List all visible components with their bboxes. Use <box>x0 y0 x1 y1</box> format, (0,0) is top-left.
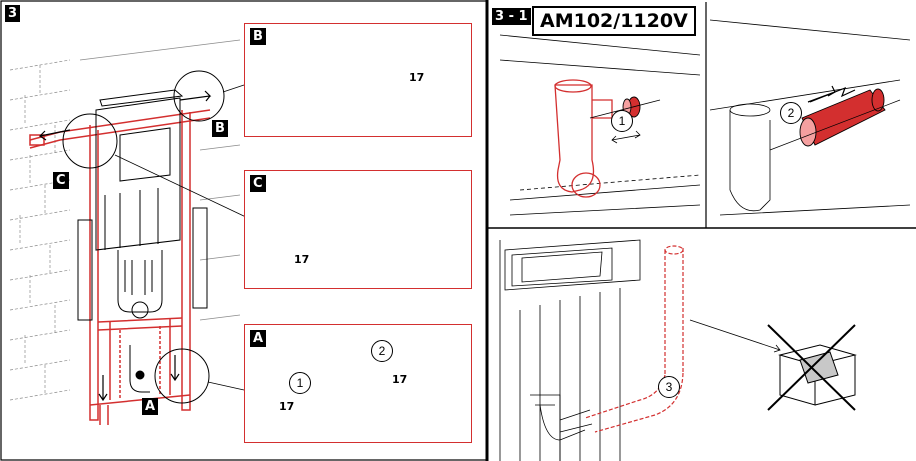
callout-c-marker: C <box>53 172 69 189</box>
step-circle-2-pipe: 2 <box>780 102 802 124</box>
panel-b-label: B <box>250 28 266 45</box>
detail-panel-a <box>244 324 472 443</box>
wrench-size-c: 17 <box>294 253 310 266</box>
model-title: AM102/1120V <box>532 6 696 36</box>
step-circle-2-panel-a: 2 <box>371 340 393 362</box>
detail-panel-b <box>244 23 472 137</box>
panel-a-label: A <box>250 330 267 347</box>
detail-panel-c <box>244 170 472 289</box>
panel-c-label: C <box>250 175 266 192</box>
callout-b-marker: B <box>212 120 228 137</box>
callout-a-marker: A <box>142 398 159 415</box>
substep-number-badge: 3 - 1 <box>492 8 531 25</box>
step-circle-3-pipe: 3 <box>658 376 680 398</box>
step-circle-1-pipe: 1 <box>611 110 633 132</box>
wrench-size-a2: 17 <box>392 373 408 386</box>
wrench-size-b: 17 <box>409 71 425 84</box>
wrench-size-a1: 17 <box>279 400 295 413</box>
step-number-badge: 3 <box>5 5 21 22</box>
step-circle-1-panel-a: 1 <box>289 372 311 394</box>
